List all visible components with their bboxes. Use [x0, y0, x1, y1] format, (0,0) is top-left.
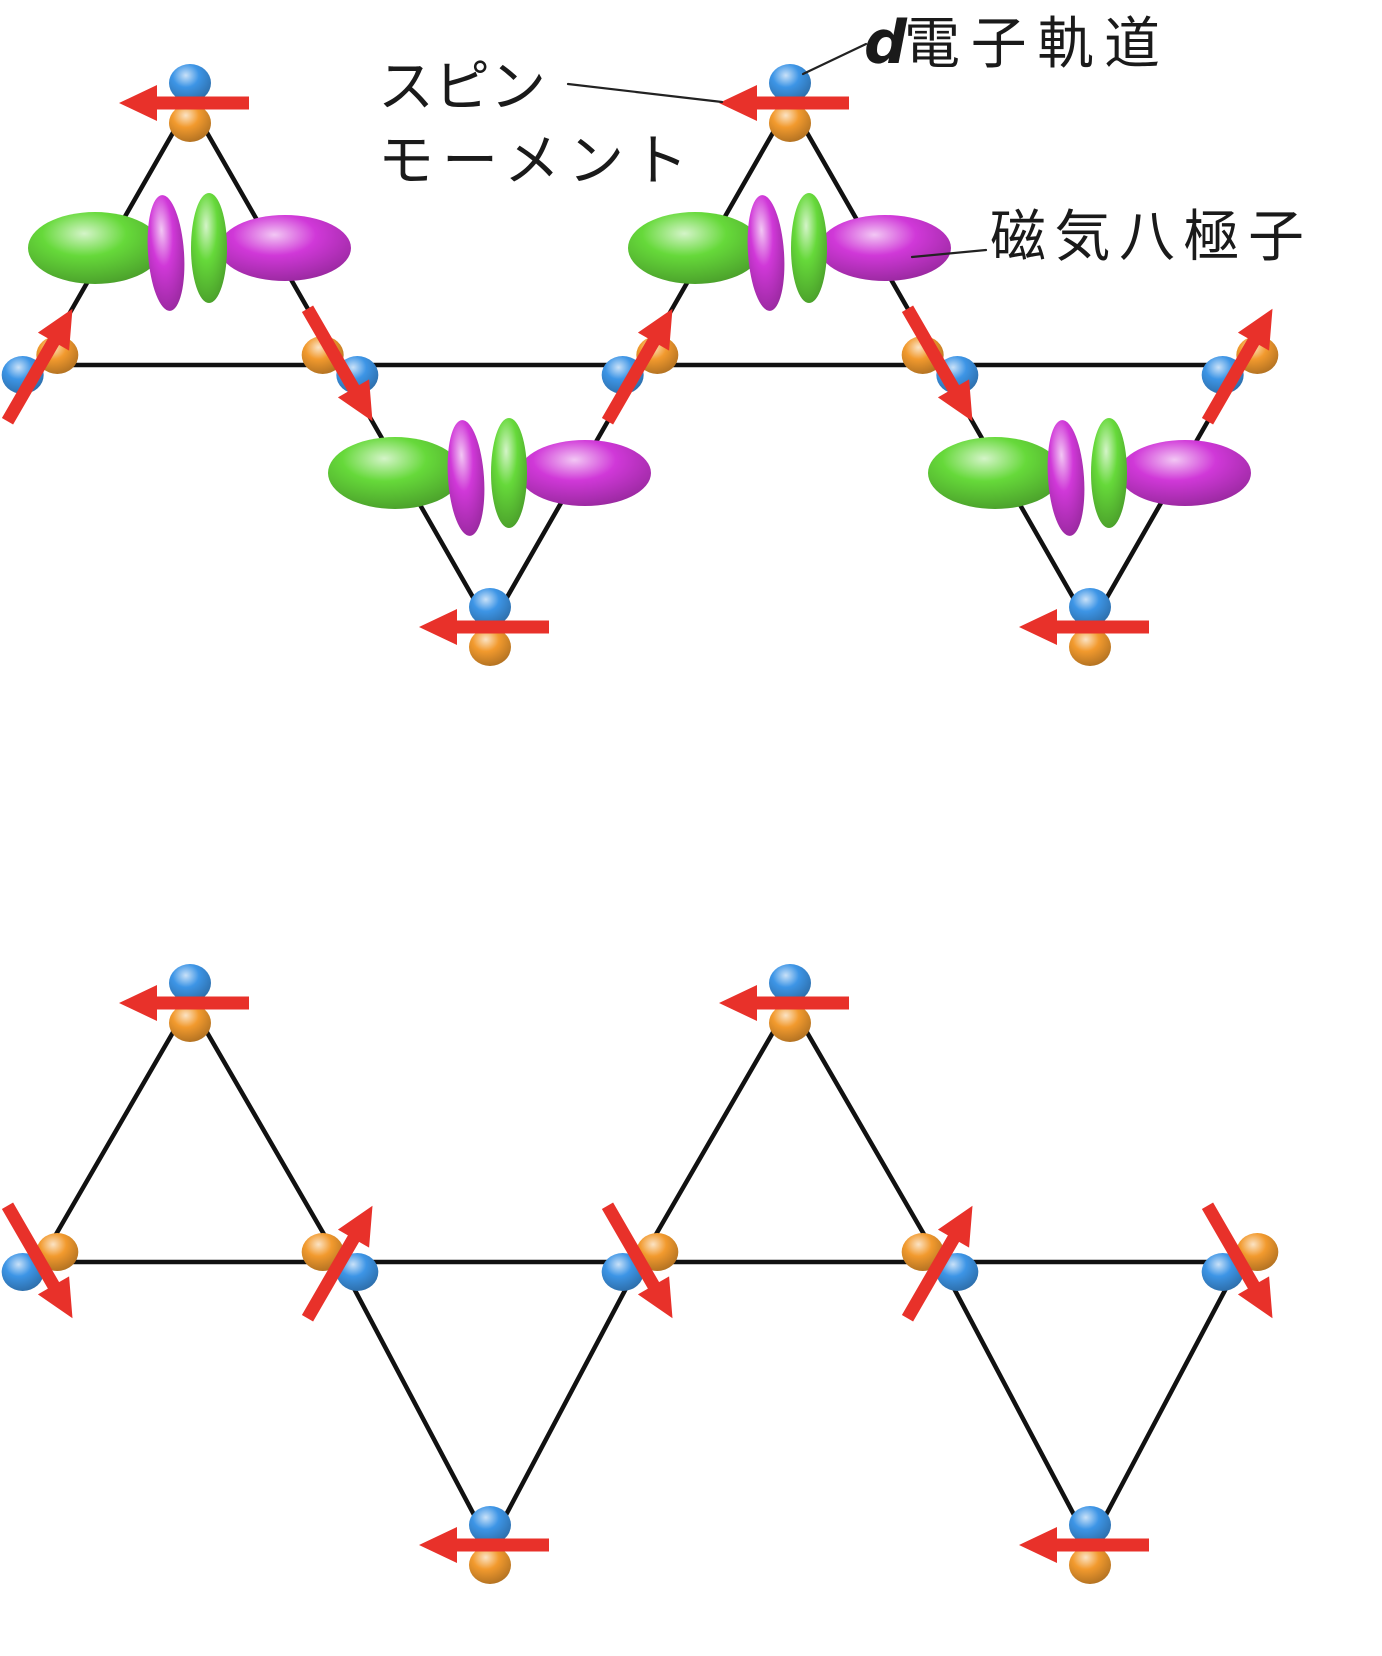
spin-arrow	[419, 609, 549, 645]
d-orbital-lobe-orange	[769, 1004, 811, 1042]
d-orbital-lobe-blue	[169, 964, 211, 1002]
lattice-bond	[37, 1000, 193, 1265]
octupole-lobe-magenta	[819, 215, 951, 281]
octupole-lobe-green	[928, 437, 1062, 509]
lattice-site	[1201, 1202, 1279, 1319]
spin-arrow	[1201, 1202, 1273, 1319]
spin-arrow	[1, 1202, 73, 1319]
d-orbital-lobe-blue	[469, 1506, 511, 1544]
spin-arrow	[601, 1202, 673, 1319]
d-orbital-lobe-blue	[1069, 588, 1111, 626]
octupole-lobe-green	[28, 212, 162, 284]
d-orbital-lobe-orange	[1069, 1546, 1111, 1584]
magnetic-octupole	[928, 418, 1251, 536]
lattice-site	[1, 308, 79, 425]
leader-line-d-orbital	[801, 42, 868, 76]
spin-arrow	[719, 985, 849, 1021]
lattice-bond	[787, 1000, 943, 1265]
d-orbital-lobe-blue	[769, 964, 811, 1002]
octupole-lobe-magenta	[1119, 440, 1251, 506]
magnetic-octupole	[628, 193, 951, 311]
lattice-site	[1019, 1506, 1149, 1584]
lattice-site	[601, 308, 679, 425]
magnetic-octupoles	[28, 193, 1251, 536]
lattice-bond	[637, 1000, 793, 1265]
octupole-ring-green	[491, 418, 527, 528]
lattice-sites	[1, 64, 1279, 666]
lattice-site	[119, 64, 249, 142]
octupole-lobe-magenta	[219, 215, 351, 281]
octupole-ring-green	[1091, 418, 1127, 528]
lattice-sites	[1, 964, 1279, 1584]
d-orbital-lobe-blue	[169, 64, 211, 102]
spin-arrow	[1, 308, 73, 425]
octupole-ring-green	[791, 193, 827, 303]
lattice-bond	[337, 1259, 493, 1548]
label-spin-moment-line1: スピン	[378, 55, 546, 120]
d-orbital-lobe-orange	[1069, 628, 1111, 666]
lattice-site	[719, 64, 849, 142]
spin-arrow	[119, 985, 249, 1021]
spin-arrow	[901, 1205, 973, 1322]
lattice-site	[901, 1205, 979, 1322]
spin-arrow	[419, 1527, 549, 1563]
lattice-site	[719, 964, 849, 1042]
lattice-site	[301, 1205, 379, 1322]
d-orbital-lobe-orange	[469, 628, 511, 666]
magnetic-octupole	[328, 418, 651, 536]
label-spin-moment-line2: モーメント	[378, 129, 688, 194]
lattice-site	[119, 964, 249, 1042]
lattice-bond	[1087, 1259, 1243, 1548]
octupole-ring-magenta	[747, 195, 785, 311]
spin-arrow	[301, 1205, 373, 1322]
d-orbital-lobe-blue	[769, 64, 811, 102]
lattice-bond	[937, 1259, 1093, 1548]
magnetic-octupole	[28, 193, 351, 311]
spin-arrow	[601, 308, 673, 425]
lattice-bond	[487, 1259, 643, 1548]
octupole-ring-magenta	[447, 420, 485, 536]
d-orbital-lobe-orange	[469, 1546, 511, 1584]
leader-line-magnetic-octupole	[910, 248, 988, 259]
top-panel-lattice	[1, 64, 1279, 666]
lattice-site	[419, 588, 549, 666]
octupole-lobe-magenta	[519, 440, 651, 506]
d-orbital-lobe-blue	[469, 588, 511, 626]
spin-arrow	[901, 305, 973, 422]
lattice-site	[301, 305, 379, 422]
lattice-site	[419, 1506, 549, 1584]
d-orbital-lobe-orange	[169, 104, 211, 142]
d-orbital-lobe-orange	[769, 104, 811, 142]
lattice-site	[601, 1202, 679, 1319]
lattice-site	[1, 1202, 79, 1319]
lattice-site	[1201, 308, 1279, 425]
spin-arrow	[719, 85, 849, 121]
spin-arrow	[1019, 1527, 1149, 1563]
d-orbital-lobe-orange	[169, 1004, 211, 1042]
label-d-orbital-italic: d	[864, 8, 908, 78]
spin-arrow	[119, 85, 249, 121]
octupole-lobe-green	[328, 437, 462, 509]
lattice-bond	[187, 1000, 343, 1265]
bottom-panel-lattice	[1, 964, 1279, 1584]
lattice-site	[901, 305, 979, 422]
spin-arrow	[1019, 609, 1149, 645]
octupole-lobe-green	[628, 212, 762, 284]
spin-arrow	[1201, 308, 1273, 425]
leader-line-spin-moment	[566, 82, 724, 104]
octupole-ring-magenta	[147, 195, 185, 311]
octupole-ring-magenta	[1047, 420, 1085, 536]
d-orbital-lobe-blue	[1069, 1506, 1111, 1544]
lattice-site	[1019, 588, 1149, 666]
label-magnetic-octupole: 磁気八極子	[990, 205, 1304, 270]
spin-arrow	[301, 305, 373, 422]
octupole-ring-green	[191, 193, 227, 303]
